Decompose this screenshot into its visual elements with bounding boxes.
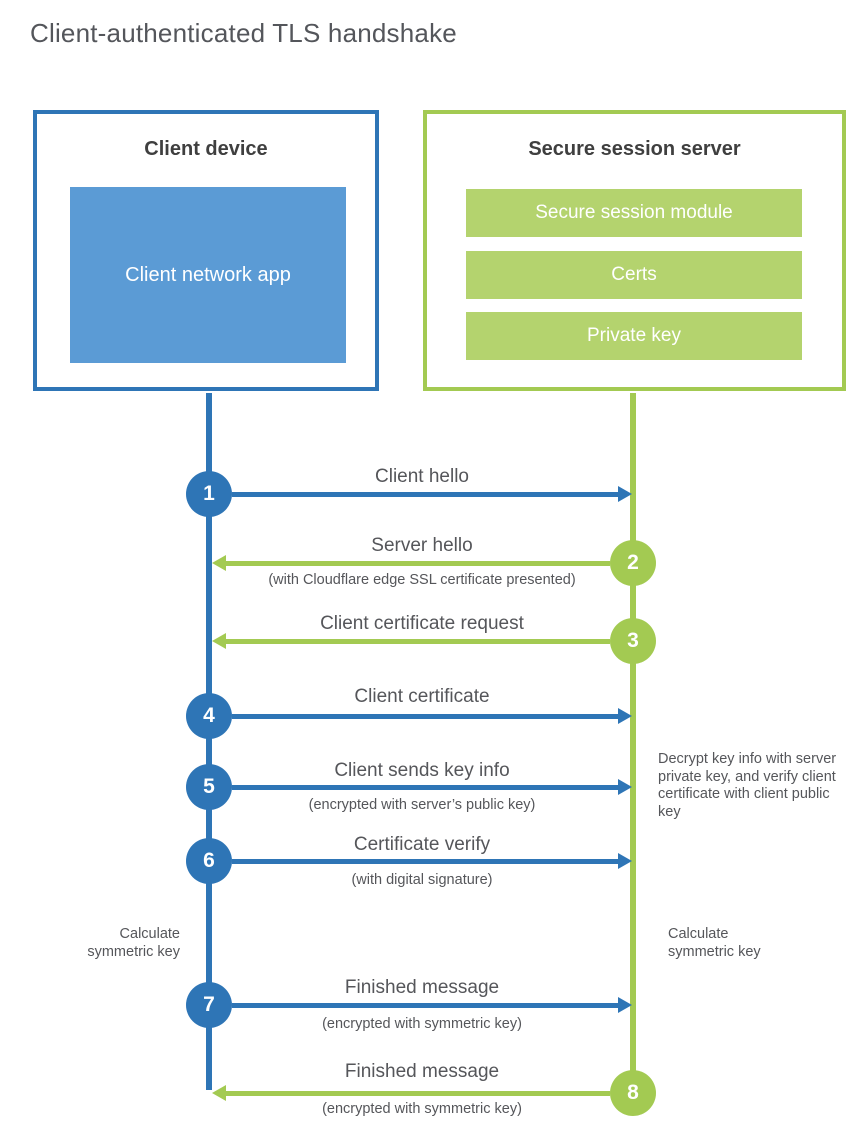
arrow-right-icon <box>232 853 632 869</box>
secure-session-server-title: Secure session server <box>528 138 741 160</box>
arrow-left-icon <box>212 1085 610 1101</box>
arrow-left-icon <box>212 555 610 571</box>
client-network-app-box: Client network app <box>70 187 346 363</box>
page-title: Client-authenticated TLS handshake <box>30 18 457 48</box>
calculate-symmetric-key-note-server: Calculate symmetric key <box>668 926 761 960</box>
server-module-label: Secure session module <box>535 202 733 223</box>
server-lifeline <box>630 393 636 1093</box>
step-label: Client hello <box>375 466 469 487</box>
step-number-badge: 6 <box>186 838 232 884</box>
server-module-label: Certs <box>611 264 657 285</box>
step-label: Client certificate request <box>320 613 524 634</box>
step-sublabel: (with Cloudflare edge SSL certificate pr… <box>268 572 576 588</box>
step-number-badge: 4 <box>186 693 232 739</box>
step-sublabel: (encrypted with server’s public key) <box>308 797 536 813</box>
step-number-badge: 3 <box>610 618 656 664</box>
step-number-badge: 1 <box>186 471 232 517</box>
step-sublabel: (with digital signature) <box>351 872 493 888</box>
client-network-app-label: Client network app <box>125 264 291 286</box>
arrow-right-icon <box>232 708 632 724</box>
step-label: Client sends key info <box>334 760 510 781</box>
client-lifeline <box>206 393 212 1090</box>
step-sublabel: (encrypted with symmetric key) <box>322 1016 522 1032</box>
server-module-bar: Private key <box>466 312 802 360</box>
step-sublabel: (encrypted with symmetric key) <box>322 1101 522 1117</box>
server-module-bar: Certs <box>466 251 802 299</box>
arrow-right-icon <box>232 779 632 795</box>
decrypt-note: Decrypt key info with server private key… <box>658 751 837 820</box>
calculate-symmetric-key-note-client: Calculate symmetric key <box>87 926 180 960</box>
step-label: Client certificate <box>354 686 490 707</box>
arrow-right-icon <box>232 486 632 502</box>
step-label: Certificate verify <box>353 834 491 855</box>
step-label: Finished message <box>344 1061 500 1082</box>
step-number-badge: 5 <box>186 764 232 810</box>
step-label: Server hello <box>371 535 473 556</box>
step-label: Finished message <box>344 977 500 998</box>
client-device-title: Client device <box>144 138 268 160</box>
step-number-badge: 8 <box>610 1070 656 1116</box>
step-number-badge: 2 <box>610 540 656 586</box>
server-module-label: Private key <box>587 325 681 346</box>
arrow-left-icon <box>212 633 610 649</box>
step-number-badge: 7 <box>186 982 232 1028</box>
arrow-right-icon <box>232 997 632 1013</box>
server-module-bar: Secure session module <box>466 189 802 237</box>
